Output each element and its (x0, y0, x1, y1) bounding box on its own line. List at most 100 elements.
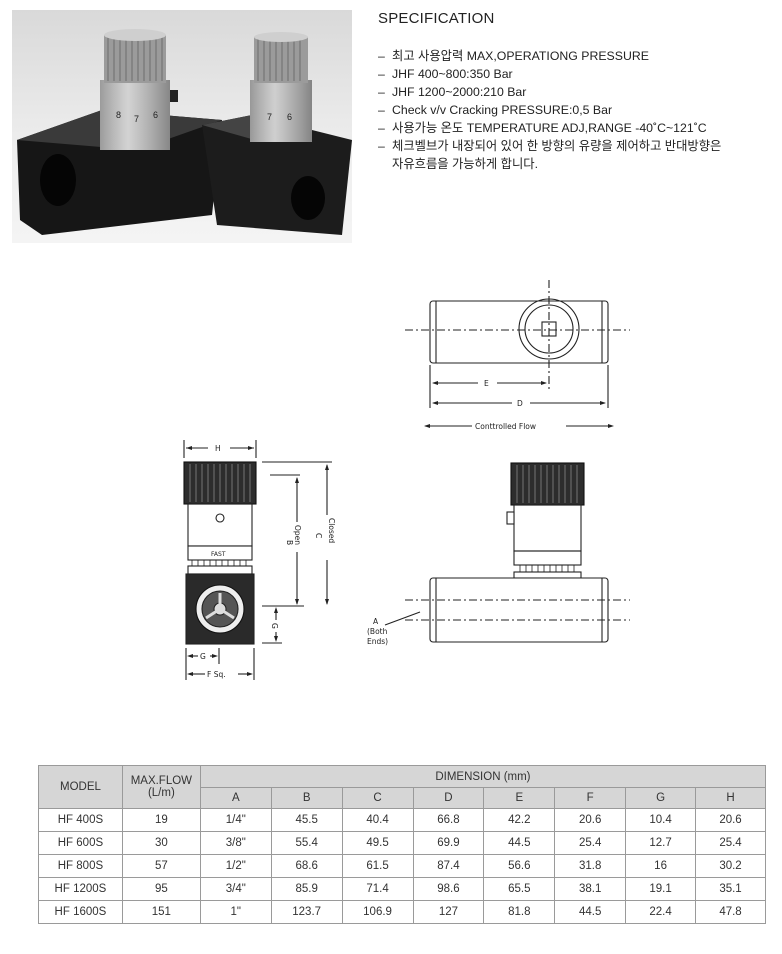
column-header-f: F (554, 787, 627, 809)
column-header-h: H (695, 787, 766, 809)
dial-number: 6 (287, 112, 292, 122)
cell-flow: 30 (121, 831, 201, 855)
cell-flow: 95 (121, 877, 201, 901)
cell-dim-b: 68.6 (270, 854, 343, 878)
fast-label: FAST (211, 551, 226, 558)
cell-dim-e: 81.8 (483, 900, 556, 924)
column-header-b: B (270, 787, 343, 809)
cell-dim-g: 16 (625, 854, 697, 878)
header-max-flow: MAX.FLOW (L/m) (121, 765, 201, 809)
cell-dim-e: 42.2 (483, 808, 556, 832)
cell-dim-f: 20.6 (554, 808, 627, 832)
both-label: (Both (367, 627, 388, 636)
cell-dim-c: 40.4 (341, 808, 414, 832)
cell-flow: 151 (121, 900, 201, 924)
specification-list: –최고 사용압력 MAX,OPERATIONG PRESSURE –JHF 40… (378, 47, 778, 173)
dim-label-h: H (215, 444, 221, 453)
cell-dim-h: 30.2 (695, 854, 766, 878)
cell-dim-e: 56.6 (483, 854, 556, 878)
cell-dim-b: 45.5 (270, 808, 343, 832)
cell-dim-b: 123.7 (270, 900, 343, 924)
cell-dim-a: 1/4" (199, 808, 272, 832)
cell-dim-e: 44.5 (483, 831, 556, 855)
cell-dim-a: 1" (199, 900, 272, 924)
spec-item: –체크벨브가 내장되어 있어 한 방향의 유량을 제어하고 반대방향은 (378, 139, 722, 153)
dim-label-d: D (517, 399, 523, 408)
cell-dim-c: 49.5 (341, 831, 414, 855)
column-header-a: A (199, 787, 272, 809)
ends-label: Ends) (367, 637, 388, 646)
cell-dim-f: 25.4 (554, 831, 627, 855)
cell-model: HF 800S (38, 854, 123, 878)
cell-dim-e: 65.5 (483, 877, 556, 901)
column-header-c: C (341, 787, 414, 809)
dim-label-b: B (285, 540, 294, 545)
controlled-flow-label: Conttrolled Flow (475, 422, 536, 431)
cell-model: HF 1200S (38, 877, 123, 901)
spec-item: –Check v/v Cracking PRESSURE:0,5 Bar (378, 103, 613, 117)
technical-drawing: H B Open C Closed FAST G G F Sq. E D Con… (183, 280, 630, 680)
cell-dim-h: 20.6 (695, 808, 766, 832)
cell-dim-d: 66.8 (412, 808, 485, 832)
cell-dim-f: 38.1 (554, 877, 627, 901)
flow-control-valve-photo: 8 7 6 7 6 (17, 29, 352, 235)
product-photo: 8 7 6 7 6 (12, 10, 352, 243)
spec-item: –JHF 1200~2000:210 Bar (378, 85, 527, 99)
cell-dim-g: 12.7 (625, 831, 697, 855)
cell-dim-c: 71.4 (341, 877, 414, 901)
header-model: MODEL (38, 765, 123, 809)
cell-dim-d: 69.9 (412, 831, 485, 855)
header-dimension: DIMENSION (mm) (199, 765, 767, 788)
spec-item: –사용가능 온도 TEMPERATURE ADJ,RANGE -40˚C~121… (378, 121, 707, 135)
cell-dim-d: 127 (412, 900, 485, 924)
specification-title: SPECIFICATION (378, 10, 495, 27)
cell-dim-f: 44.5 (554, 900, 627, 924)
dial-number: 8 (116, 110, 121, 120)
spec-item: –최고 사용압력 MAX,OPERATIONG PRESSURE (378, 49, 649, 63)
dial-number: 7 (134, 114, 139, 124)
dim-label-f: F Sq. (207, 670, 226, 679)
cell-model: HF 600S (38, 831, 123, 855)
cell-dim-a: 1/2" (199, 854, 272, 878)
dim-label-a: A (373, 617, 379, 626)
cell-dim-d: 98.6 (412, 877, 485, 901)
dim-label-closed: Closed (327, 518, 336, 543)
cell-model: HF 400S (38, 808, 123, 832)
spec-item: –JHF 400~800:350 Bar (378, 67, 513, 81)
dim-label-open: Open (293, 525, 302, 545)
cell-dim-c: 61.5 (341, 854, 414, 878)
cell-dim-c: 106.9 (341, 900, 414, 924)
cell-dim-g: 19.1 (625, 877, 697, 901)
cell-dim-a: 3/8" (199, 831, 272, 855)
cell-dim-h: 35.1 (695, 877, 766, 901)
cell-dim-h: 25.4 (695, 831, 766, 855)
dial-number: 6 (153, 110, 158, 120)
dim-label-e: E (484, 379, 489, 388)
dial-number: 7 (267, 112, 272, 122)
cell-dim-g: 10.4 (625, 808, 697, 832)
cell-dim-a: 3/4" (199, 877, 272, 901)
dim-label-c: C (314, 533, 323, 538)
cell-dim-h: 47.8 (695, 900, 766, 924)
column-header-e: E (483, 787, 556, 809)
dim-label-g-bottom: G (200, 652, 206, 661)
cell-flow: 19 (121, 808, 201, 832)
cell-dim-d: 87.4 (412, 854, 485, 878)
column-header-g: G (625, 787, 697, 809)
dim-label-g-vertical: G (270, 623, 279, 629)
cell-dim-f: 31.8 (554, 854, 627, 878)
spec-item-continuation: 자유흐름을 가능하게 합니다. (392, 157, 539, 171)
column-header-d: D (412, 787, 485, 809)
cell-dim-b: 85.9 (270, 877, 343, 901)
specification-section: SPECIFICATION –최고 사용압력 MAX,OPERATIONG PR… (378, 10, 778, 173)
cell-flow: 57 (121, 854, 201, 878)
cell-dim-b: 55.4 (270, 831, 343, 855)
